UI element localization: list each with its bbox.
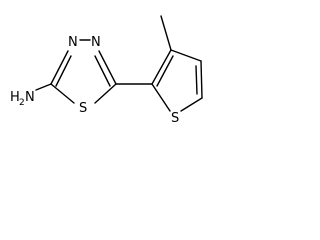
bond-th-c3-c4 xyxy=(170,49,202,62)
atom-label-n3: N xyxy=(68,35,78,50)
bond-c2-amine xyxy=(35,83,52,91)
bond-th-s-c2 xyxy=(151,83,171,112)
bond-n4-c5-double-b xyxy=(94,55,111,87)
bond-n4-c5-double-a xyxy=(98,50,117,85)
atom-label-amine-subscript: 2 xyxy=(19,98,25,108)
chemical-structure-diagram: N N S H 2 N S xyxy=(10,15,203,126)
atom-label-amine-h: H xyxy=(10,90,20,105)
bond-th-c5-s xyxy=(180,97,203,112)
bond-th-c2-c3-a xyxy=(151,49,172,85)
bond-methyl xyxy=(160,15,172,51)
bond-th-c4-c5-b xyxy=(195,65,198,95)
bond-th-c4-c5-a xyxy=(200,60,203,99)
atom-label-thiophene-s: S xyxy=(171,111,179,126)
bond-c2-n3-double-a xyxy=(50,50,69,85)
bond-s1-c2 xyxy=(50,83,75,104)
atom-label-amine-n: N xyxy=(25,90,35,105)
bond-c2-n3-double-b xyxy=(55,55,72,87)
atom-label-s1: S xyxy=(79,101,87,116)
bond-c5-s1 xyxy=(94,83,117,104)
bond-th-c2-c3-b xyxy=(156,55,174,87)
atom-label-n4: N xyxy=(91,35,101,50)
